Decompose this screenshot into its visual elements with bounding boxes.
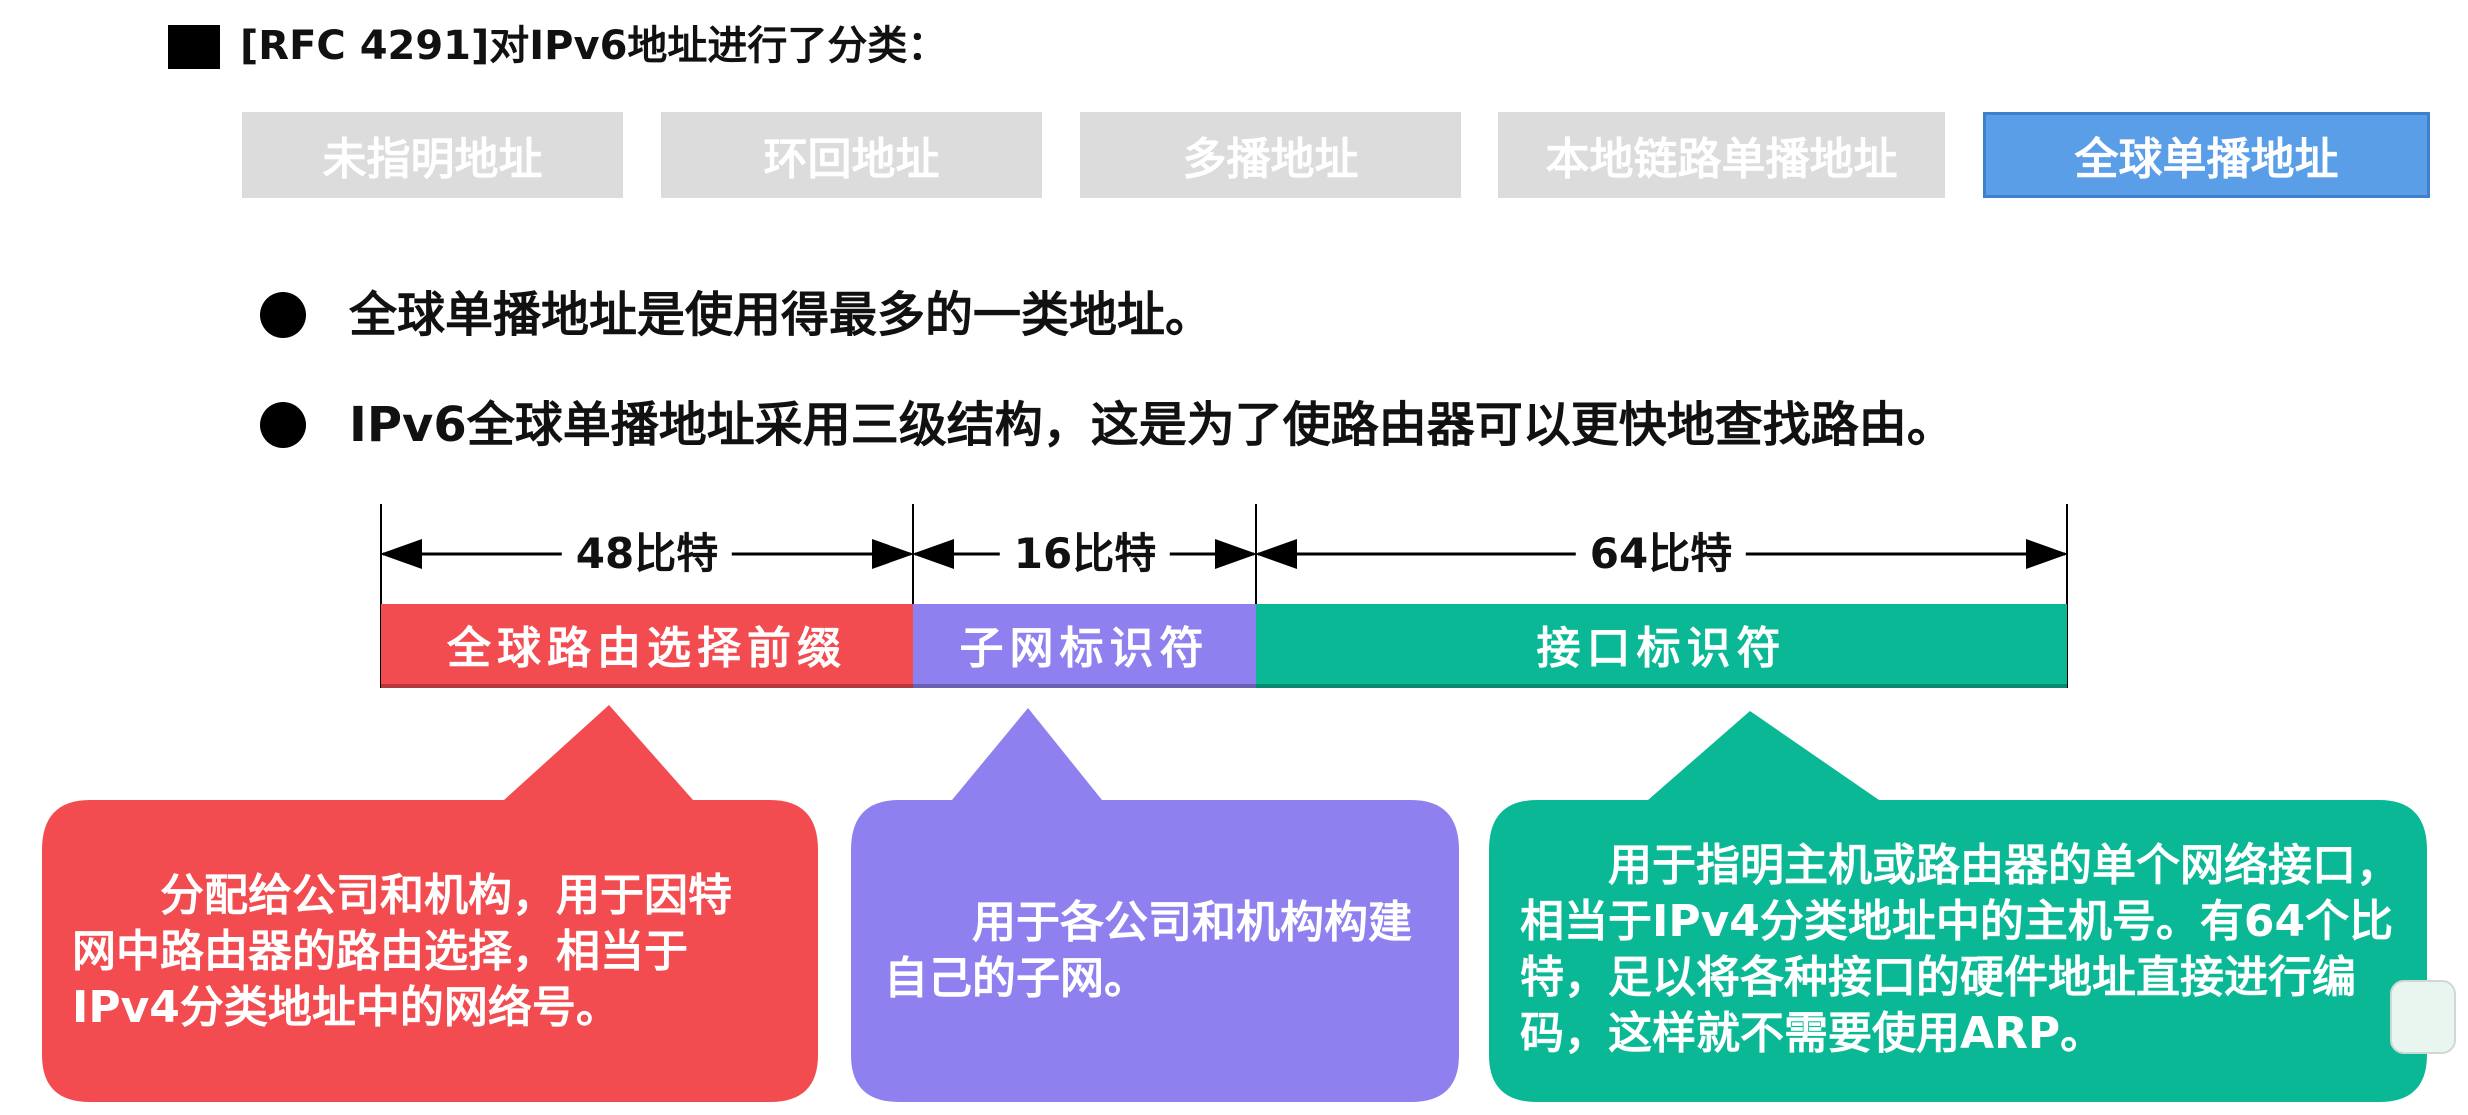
callout-purple-shape [851,708,1459,1102]
dimension-label-48: 48比特 [561,528,733,580]
video-player-icon[interactable] [2390,980,2456,1054]
callout-red-shape [42,705,818,1102]
callout-green-shape [1489,711,2427,1102]
bullet-icon [260,402,306,448]
segment-global-routing-prefix: 全球路由选择前缀 [381,604,913,688]
tab-global-unicast-address[interactable]: 全球单播地址 [1983,112,2430,198]
tab-link-local-unicast-address[interactable]: 本地链路单播地址 [1498,112,1945,198]
segment-subnet-id: 子网标识符 [913,604,1256,688]
callout-purple-text: 用于各公司和机构构建自己的子网。 [884,897,1412,1004]
tab-unspecified-address[interactable]: 未指明地址 [242,112,623,198]
title-square-marker [168,25,220,69]
bullet-text: IPv6全球单播地址采用三级结构，这是为了使路由器可以更快地查找路由。 [349,397,1955,453]
page-title: [RFC 4291]对IPv6地址进行了分类： [240,23,948,69]
bullet-text: 全球单播地址是使用得最多的一类地址。 [349,287,1214,343]
callout-green-text: 用于指明主机或路由器的单个网络接口，相当于IPv4分类地址中的主机号。有64个比… [1520,840,2400,1059]
tab-loopback-address[interactable]: 环回地址 [661,112,1042,198]
bullet-icon [260,292,306,338]
tab-multicast-address[interactable]: 多播地址 [1080,112,1461,198]
dimension-label-16: 16比特 [999,528,1171,580]
callout-red-text: 分配给公司和机构，用于因特网中路由器的路由选择，相当于IPv4分类地址中的网络号… [72,870,732,1033]
segment-interface-id: 接口标识符 [1256,604,2067,688]
dimension-label-64: 64比特 [1575,528,1747,580]
